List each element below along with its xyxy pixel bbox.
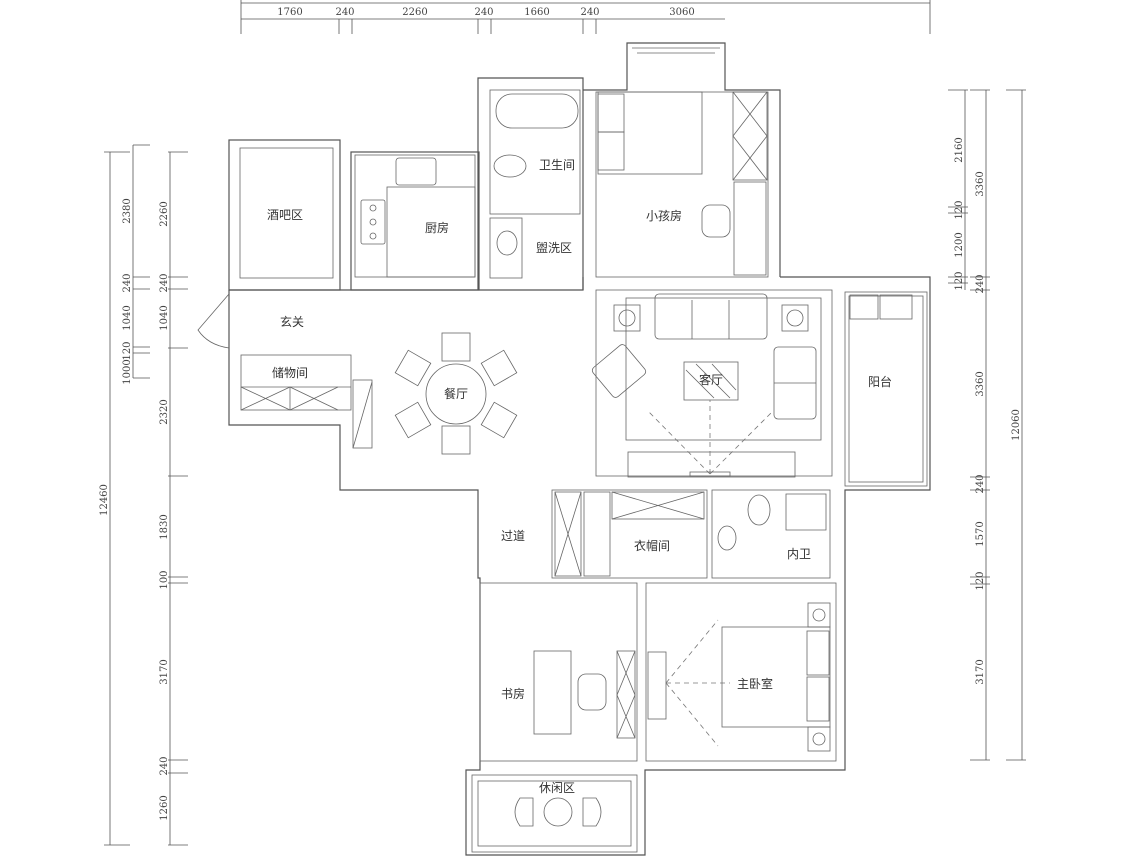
room-label-living: 客厅 [699, 372, 723, 387]
dim-left1-e: 1000 [122, 359, 133, 384]
dim-left-total: 12460 [99, 484, 110, 516]
room-label-balcony: 阳台 [868, 374, 892, 389]
room-label-wash-area: 盥洗区 [536, 241, 572, 255]
furniture [197, 91, 913, 827]
dim-left2-c: 1040 [159, 305, 170, 330]
dim-top-3: 2260 [402, 7, 427, 18]
room-label-bar-area: 酒吧区 [267, 208, 303, 222]
dim-top-5: 1660 [524, 7, 549, 18]
dim-left2-g: 3170 [159, 659, 170, 684]
basin-icon [496, 230, 518, 256]
dim-right-total: 12060 [1011, 409, 1022, 441]
walls [228, 42, 931, 856]
dining-table-icon [425, 363, 487, 425]
room-labels: 酒吧区 厨房 卫生间 盥洗区 小孩房 玄关 储物间 餐厅 客厅 阳台 过道 衣帽… [267, 158, 892, 795]
dim-left2-d: 2320 [159, 399, 170, 424]
dim-right1-a: 2160 [954, 137, 965, 162]
room-label-kitchen: 厨房 [425, 220, 449, 235]
chair-icon [701, 204, 731, 238]
room-label-master-bedroom: 主卧室 [737, 676, 773, 691]
dim-right2-a: 3360 [975, 171, 986, 196]
right-dimension-chain: 2160 120 1200 120 3360 240 3360 240 1570… [948, 89, 1026, 761]
room-label-foyer: 玄关 [280, 314, 304, 329]
room-label-cloakroom: 衣帽间 [634, 538, 670, 553]
bathtub-icon [495, 93, 579, 129]
dim-left1-c: 1040 [122, 305, 133, 330]
dim-right2-d: 240 [975, 474, 986, 493]
dim-left1-d: 120 [122, 341, 133, 360]
dim-right2-g: 3170 [975, 659, 986, 684]
dim-left2-e: 1830 [159, 514, 170, 539]
left-dimension-chain: 12460 2380 240 1040 120 1000 2260 240 10… [99, 144, 188, 846]
dim-top-2: 240 [335, 7, 354, 18]
room-label-leisure-area: 休闲区 [539, 781, 575, 795]
dim-left1-b: 240 [122, 273, 133, 292]
room-label-inner-bath: 内卫 [787, 547, 811, 561]
bed-icon [597, 91, 703, 175]
room-label-storage: 储物间 [272, 365, 308, 380]
dim-right1-b: 120 [954, 200, 965, 219]
dim-left2-f: 100 [159, 570, 170, 589]
dim-top-1: 1760 [277, 7, 302, 18]
dim-right2-c: 3360 [975, 371, 986, 396]
dim-left1-a: 2380 [122, 198, 133, 223]
dim-right1-c: 1200 [954, 232, 965, 257]
top-dimension-chain: 1760 240 2260 240 1660 240 3060 [240, 0, 931, 34]
dim-top-4: 240 [474, 7, 493, 18]
room-label-dining: 餐厅 [444, 386, 468, 401]
room-label-study: 书房 [501, 686, 525, 701]
coffee-table-icon [683, 361, 739, 401]
dim-top-7: 3060 [669, 7, 694, 18]
dim-right2-e: 1570 [975, 521, 986, 546]
room-label-kids-room: 小孩房 [646, 208, 682, 223]
sink-icon [395, 157, 437, 186]
dim-right1-d: 120 [954, 271, 965, 290]
stove-icon [360, 199, 386, 245]
room-label-bathroom: 卫生间 [539, 158, 575, 172]
dim-left2-a: 2260 [159, 201, 170, 226]
room-label-corridor: 过道 [501, 529, 525, 543]
dim-top-6: 240 [580, 7, 599, 18]
dim-right2-f: 120 [975, 571, 986, 590]
sofa-icon [654, 293, 768, 340]
master-bed-icon [721, 626, 831, 728]
toilet-icon [493, 154, 527, 178]
dim-left2-i: 1260 [159, 795, 170, 820]
dim-right2-b: 240 [975, 274, 986, 293]
dim-left2-b: 240 [159, 273, 170, 292]
dim-left2-h: 240 [159, 756, 170, 775]
desk-icon [533, 650, 572, 735]
